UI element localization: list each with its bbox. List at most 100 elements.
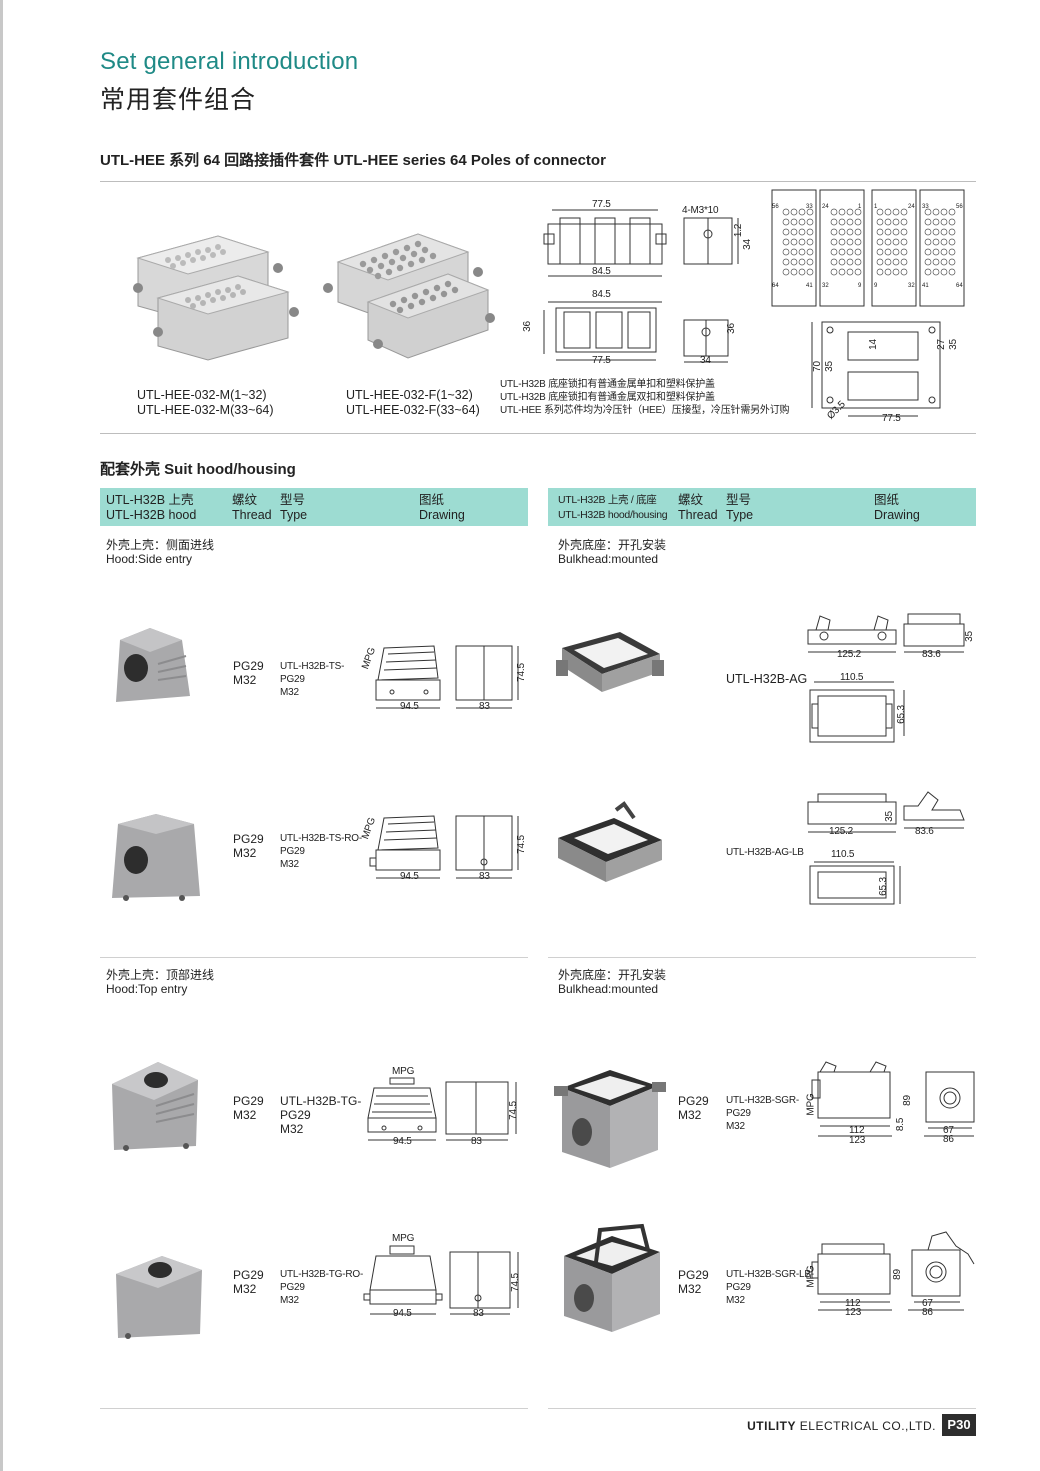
- dim-panel-c: 35: [947, 339, 959, 350]
- male-connector-photo: [133, 235, 299, 361]
- hood2-dim-w: 94.5: [400, 871, 419, 882]
- base3-dim-w2: 123: [849, 1135, 866, 1146]
- hood3-dim-w: 94.5: [393, 1136, 412, 1147]
- hood3-dim-h: 74.5: [507, 1101, 519, 1120]
- pin-label-c-br: 32: [908, 283, 915, 289]
- base4-dim-w: 112: [845, 1298, 861, 1309]
- pin-label-b-tr: 1: [858, 204, 862, 210]
- hood1-dim-s: 83: [479, 701, 490, 712]
- dim-side2-h: 36: [725, 323, 737, 334]
- female-caption-2: UTL-HEE-032-F(33~64): [346, 403, 480, 417]
- footer-divider: [548, 1408, 976, 1409]
- pin-label-a-tr: 33: [806, 204, 813, 210]
- base1-dim-h2: 65.3: [895, 705, 907, 724]
- page-title-cn: 常用套件组合: [100, 86, 257, 114]
- hood1-drawing: [375, 645, 519, 709]
- hood-top-entry-photo: [112, 1062, 198, 1151]
- base2-dim-w: 125.2: [829, 826, 854, 837]
- housing-bulkhead-lb-photo: [558, 801, 662, 882]
- base4-dim-h: 89: [891, 1269, 903, 1280]
- hood2-dim-h: 74.5: [515, 835, 527, 854]
- hdr-col2-cn: 螺纹: [232, 493, 258, 507]
- pin-label-d-br: 64: [956, 283, 963, 289]
- hood1-dim-w: 94.5: [400, 701, 419, 712]
- base3-dim-s: 67: [943, 1125, 954, 1136]
- group-divider: [548, 957, 976, 958]
- hdr-col4-cn: 图纸: [874, 493, 900, 507]
- dim-front-h: 36: [521, 321, 533, 332]
- hood4-dim-w: 94.5: [393, 1308, 412, 1319]
- base3-dim-b: 8.5: [895, 1117, 907, 1132]
- footer-divider: [100, 1408, 528, 1409]
- hood-top-entry-ro-photo: [116, 1256, 202, 1339]
- base3-drawing: [811, 1061, 975, 1137]
- dim-screw: 4-M3*10: [682, 205, 719, 216]
- hdr-col1-cn: UTL-H32B 上壳 / 底座: [558, 494, 657, 506]
- connector-note-3: UTL-HEE 系列芯件均为冷压针（HEE）压接型，冷压针需另外订购: [500, 405, 790, 416]
- hdr-col4-en: Drawing: [419, 508, 465, 522]
- base4-dim-s2: 86: [922, 1307, 933, 1318]
- insert-front-drawing: [543, 301, 662, 361]
- base2-dim-h: 35: [883, 811, 895, 822]
- hdr-col4-en: Drawing: [874, 508, 920, 522]
- pin-label-b-br: 9: [858, 283, 862, 289]
- pin-label-c-bl: 9: [874, 283, 878, 289]
- dim-side2-w: 34: [700, 355, 711, 366]
- hood3-dim-s: 83: [471, 1136, 482, 1147]
- dim-side-a: 1.2: [733, 223, 745, 238]
- base1-drawing: [807, 613, 965, 743]
- base3-dim-w: 112: [849, 1125, 865, 1136]
- male-caption-1: UTL-HEE-032-M(1~32): [137, 388, 267, 402]
- base2-dim-w2: 110.5: [831, 849, 855, 860]
- housing-surface-mount-photo: [554, 1070, 666, 1168]
- hood3-label: MPG: [392, 1066, 415, 1077]
- base1-type: UTL-H32B-AG: [726, 672, 808, 686]
- dim-top-width: 77.5: [592, 199, 611, 210]
- page-edge-bar: [0, 0, 3, 1471]
- hood2-drawing: [369, 815, 519, 879]
- dim-side-h: 34: [741, 239, 753, 250]
- male-caption-2: UTL-HEE-032-M(33~64): [137, 403, 274, 417]
- base3-dim-s2: 86: [943, 1134, 954, 1145]
- insert-side2-drawing: [683, 319, 729, 363]
- hdr-col1-cn: UTL-H32B 上壳: [106, 493, 194, 507]
- panel-cutout-drawing: [811, 321, 941, 417]
- pin-label-d-bl: 41: [922, 283, 929, 289]
- hdr-col2-en: Thread: [678, 508, 718, 522]
- pin-label-a-br: 41: [806, 283, 813, 289]
- page-title-en: Set general introduction: [100, 48, 359, 75]
- hdr-col1-en: UTL-H32B hood/housing: [558, 509, 668, 521]
- hood4-label: MPG: [392, 1233, 415, 1244]
- hdr-col2-en: Thread: [232, 508, 272, 522]
- base3-dim-h: 89: [901, 1095, 913, 1106]
- base2-dim-s: 83.6: [915, 826, 934, 837]
- connector-note-2: UTL-H32B 底座锁扣有普通金属双扣和塑料保护盖: [500, 392, 715, 403]
- base4-dim-s: 67: [922, 1298, 933, 1309]
- hood4-dim-s: 83: [473, 1308, 484, 1319]
- base3-label: MPG: [805, 1093, 817, 1116]
- pin-label-d-tl: 33: [922, 204, 929, 210]
- dim-panel-a: 14: [867, 339, 879, 350]
- pin-label-c-tr: 24: [908, 204, 915, 210]
- hood-side-entry-photo: [116, 628, 190, 702]
- hdr-col3-en: Type: [280, 508, 308, 522]
- dim-top-base: 84.5: [592, 266, 611, 277]
- page-number: P30: [942, 1414, 976, 1436]
- hdr-col4-cn: 图纸: [419, 493, 445, 507]
- base1-dim-s: 83.6: [922, 649, 941, 660]
- hood2-dim-s: 83: [479, 871, 490, 882]
- pin-label-d-tr: 56: [956, 204, 963, 210]
- hdr-col3-cn: 型号: [280, 493, 306, 507]
- base4-drawing: [811, 1231, 975, 1311]
